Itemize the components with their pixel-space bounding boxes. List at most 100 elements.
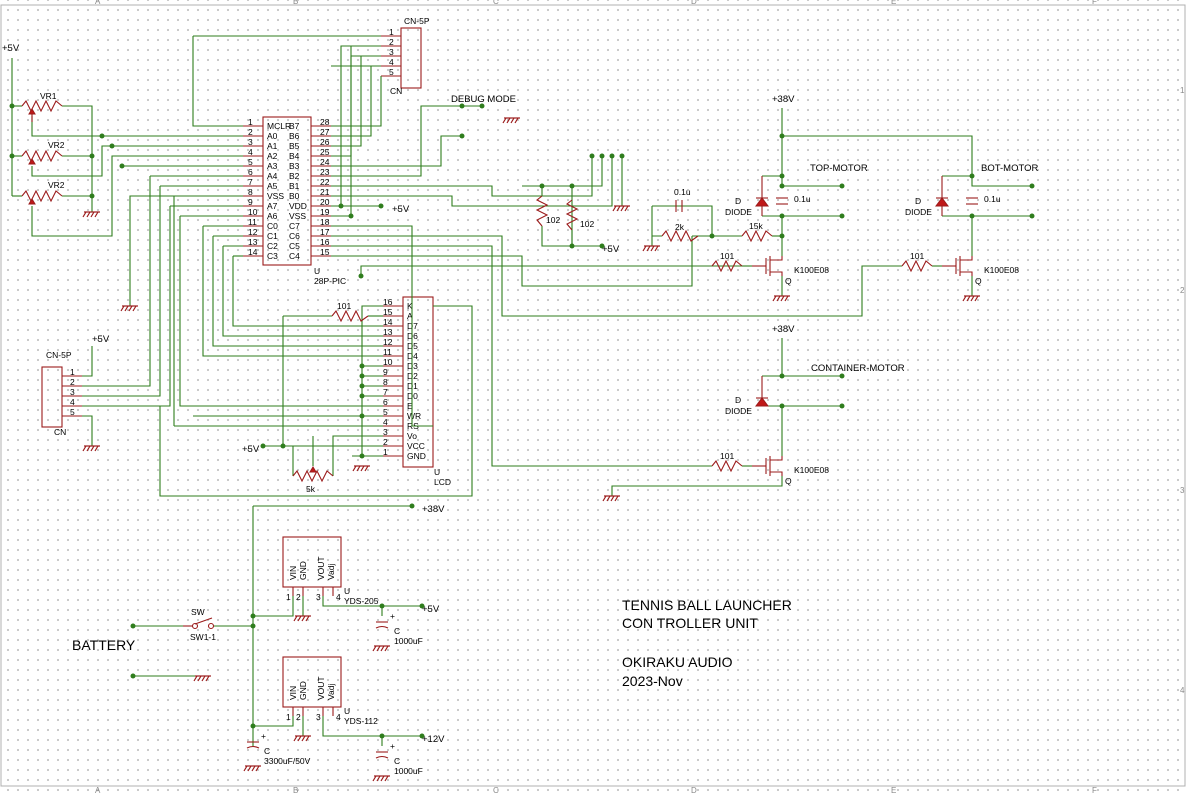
- net-5v-pullup: +5V: [602, 244, 620, 255]
- ground-symbol: [372, 775, 390, 782]
- ground-symbol: [82, 445, 100, 452]
- pic-pin-func: A3: [267, 161, 278, 171]
- ground-symbol: [962, 295, 980, 302]
- pic-pin-num: 18: [320, 217, 330, 227]
- pic-pin-num: 5: [248, 157, 253, 167]
- net-5v-lcd: +5V: [242, 444, 260, 455]
- power-section: VIN GND VOUT Vadj 1 2 3 4 U YDS-205 VIN …: [72, 536, 423, 776]
- ground-symbol: [772, 295, 790, 302]
- r-a-value: 102: [546, 215, 560, 225]
- pic-pin-num: 15: [320, 247, 330, 257]
- border-col-d: D: [691, 0, 697, 6]
- net-12v-reg: +12V: [422, 734, 445, 745]
- cn-left-pin: 5: [70, 407, 75, 417]
- cap-c1-ref: C: [394, 626, 400, 636]
- pic-pin-num: 23: [320, 167, 330, 177]
- lcd-pin-func: D0: [407, 391, 418, 401]
- pic-pin-num: 4: [248, 147, 253, 157]
- pic-pin-func: VDD: [289, 201, 307, 211]
- border-col-e-bottom: E: [891, 786, 896, 793]
- pic-pin-num: 17: [320, 227, 330, 237]
- resistor-pullup-b: 102: [565, 199, 594, 246]
- q-cont-part: K100E08: [794, 465, 829, 475]
- switch-sw1: SW SW1-1: [183, 607, 216, 642]
- border-col-f: F: [1092, 0, 1097, 6]
- diode-cont-ref: D: [735, 395, 741, 405]
- resistor-gate-container: 101: [711, 451, 743, 473]
- net-38v-main: +38V: [422, 504, 445, 515]
- lcd-pin-num: 5: [383, 407, 388, 417]
- ground-symbol: [243, 765, 261, 772]
- pic-pin-num: 25: [320, 147, 330, 157]
- r-b-value: 102: [580, 219, 594, 229]
- ground-symbol: [293, 615, 311, 622]
- ground-symbol: [193, 675, 211, 682]
- lcd-pin-num: 13: [383, 327, 393, 337]
- pic-pin-num: 19: [320, 207, 330, 217]
- pic-pin-func: C6: [289, 231, 300, 241]
- pic-pin-func: C7: [289, 221, 300, 231]
- pic-pin-num: 9: [248, 197, 253, 207]
- lcd-pin-num: 9: [383, 367, 388, 377]
- lcd-pin-num: 10: [383, 357, 393, 367]
- pic-pin-func: A0: [267, 131, 278, 141]
- reg1-part: YDS-205: [344, 596, 379, 606]
- pic-pin-func: C4: [289, 251, 300, 261]
- pic-pin-num: 28: [320, 117, 330, 127]
- lcd-pin-num: 15: [383, 307, 393, 317]
- ground-symbols: [82, 117, 980, 782]
- lcd-pin-num: 8: [383, 377, 388, 387]
- switch-ref: SW: [191, 607, 205, 617]
- net-38v-cont: +38V: [772, 324, 795, 335]
- cap-feedback: 0.1u: [674, 187, 691, 212]
- reg2-pin-vin: VIN: [288, 686, 298, 700]
- pic-pin-num: 16: [320, 237, 330, 247]
- border-row-4: 4: [1180, 686, 1185, 695]
- ground-symbol: [372, 645, 390, 652]
- resistor-gate-bot: 101: [901, 251, 933, 273]
- cn-top-pin: 2: [389, 37, 394, 47]
- cap-bot-motor: 0.1u: [966, 194, 1001, 205]
- title-line-3: OKIRAKU AUDIO: [622, 654, 733, 670]
- pic-pin-num: 12: [248, 227, 258, 237]
- r-g3-value: 101: [720, 451, 734, 461]
- resistor-gate-top: 101: [711, 251, 743, 273]
- pot-vr2-a: VR2: [21, 140, 65, 165]
- pic-pin-func: A2: [267, 151, 278, 161]
- reg2-pin-vout: VOUT: [316, 676, 326, 700]
- cn-left-pin: 2: [70, 377, 75, 387]
- resistor-15k: 15k: [741, 221, 773, 243]
- top-motor-label: TOP-MOTOR: [810, 163, 868, 174]
- reg2-pin-gnd: GND: [298, 681, 308, 700]
- lcd-pin-func: D5: [407, 341, 418, 351]
- pot-vr1: VR1: [21, 91, 63, 122]
- lcd-pin-num: 7: [383, 387, 388, 397]
- regulator-yds112: VIN GND VOUT Vadj 1 2 3 4 U YDS-112: [282, 656, 378, 726]
- ground-symbol: [502, 117, 520, 124]
- reg1-num-1: 1: [286, 592, 291, 602]
- pic-pin-func: VSS: [267, 191, 284, 201]
- resistor-2k: 2k: [661, 222, 699, 243]
- reg1-num-2: 2: [296, 592, 301, 602]
- cn-left-pin: 4: [70, 397, 75, 407]
- border-col-e: E: [891, 0, 896, 6]
- motor-components: 0.1u 0.1u 0.1u D DIODE D DIODE D DIODE: [674, 163, 1038, 486]
- cap-c2-value: 1000uF: [394, 766, 423, 776]
- cap-c1: + C 1000uF: [375, 611, 423, 646]
- cn-left-ref: CN: [54, 427, 66, 437]
- pic-pin-func: A6: [267, 211, 278, 221]
- reg2-part: YDS-112: [344, 716, 378, 726]
- cn-top-pin: 4: [389, 57, 394, 67]
- lcd-pin-func: E: [407, 401, 413, 411]
- pic-pin-func: B4: [289, 151, 300, 161]
- vr1-label: VR1: [40, 91, 57, 101]
- lcd-part: LCD: [434, 477, 451, 487]
- pot-lcd-contrast: 5k: [292, 466, 334, 494]
- ground-symbol: [612, 205, 630, 212]
- r-g1-value: 101: [720, 251, 734, 261]
- lcd-pin-func: D7: [407, 321, 418, 331]
- border-col-d-bottom: D: [691, 786, 697, 793]
- pic-pin-num: 21: [320, 187, 330, 197]
